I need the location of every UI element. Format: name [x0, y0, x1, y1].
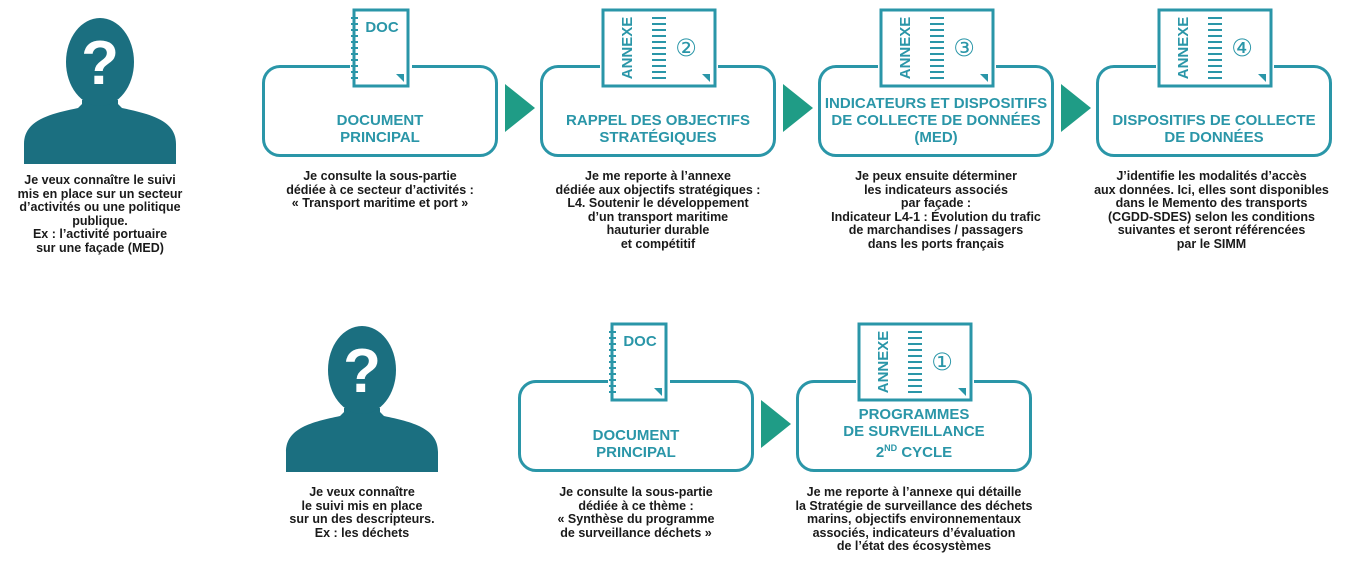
- card-2-caption: Je me reporte à l’annexe dédiée aux obje…: [555, 169, 761, 251]
- annexe-label: ANNEXE: [619, 17, 636, 80]
- card-title-line-1: PROGRAMMES: [858, 406, 970, 423]
- card-5-caption: Je consulte la sous-partie dédiée à ce t…: [557, 485, 715, 540]
- cycle-number: 2: [875, 444, 885, 461]
- card-4-caption: J’identifie les modalités d’accès aux do…: [1094, 169, 1329, 251]
- card-rappel-objectifs[interactable]: RAPPEL DES OBJECTIFS STRATÉGIQUES: [540, 65, 776, 157]
- cycle-ordinal: ND: [884, 443, 898, 453]
- card-title: PROGRAMMES DE SURVEILLANCE 2ND CYCLE: [843, 406, 984, 469]
- card-title-line-2: DE SURVEILLANCE: [843, 423, 985, 440]
- annexe-booklet-icon: ANNEXE ④: [1156, 8, 1274, 88]
- card-title: DOCUMENT PRINCIPAL: [336, 112, 424, 146]
- right-arrow-icon: [783, 84, 813, 132]
- document-icon: DOC: [608, 322, 670, 402]
- svg-text:?: ?: [81, 29, 119, 98]
- right-arrow-icon: [1061, 84, 1091, 132]
- annexe-number: ④: [1231, 34, 1253, 62]
- card-title: DISPOSITIFS DE COLLECTE DE DONNÉES: [1112, 112, 1316, 146]
- person-question-icon: ?: [286, 326, 438, 472]
- card-dispositifs-collecte[interactable]: DISPOSITIFS DE COLLECTE DE DONNÉES: [1096, 65, 1332, 157]
- person-question-icon: ?: [24, 18, 176, 164]
- bottom-person-caption: Je veux connaître le suivi mis en place …: [289, 485, 435, 540]
- right-arrow-icon: [505, 84, 535, 132]
- svg-text:?: ?: [343, 337, 381, 406]
- annexe-booklet-icon: ANNEXE ③: [878, 8, 996, 88]
- annexe-label: ANNEXE: [1175, 17, 1192, 80]
- card-title: RAPPEL DES OBJECTIFS STRATÉGIQUES: [566, 112, 750, 146]
- annexe-booklet-icon: ANNEXE ②: [600, 8, 718, 88]
- doc-label: DOC: [623, 333, 657, 350]
- card-6-caption: Je me reporte à l’annexe qui détaille la…: [795, 485, 1033, 554]
- annexe-label: ANNEXE: [875, 331, 892, 394]
- card-document-principal[interactable]: DOCUMENT PRINCIPAL: [262, 65, 498, 157]
- annexe-label: ANNEXE: [897, 17, 914, 80]
- doc-label: DOC: [365, 19, 399, 36]
- right-arrow-icon: [761, 400, 791, 448]
- card-3-caption: Je peux ensuite déterminer les indicateu…: [831, 169, 1041, 251]
- cycle-label: CYCLE: [897, 444, 953, 461]
- annexe-number: ①: [931, 348, 953, 376]
- card-title-line-3: 2ND CYCLE: [843, 440, 984, 461]
- annexe-number: ③: [953, 34, 975, 62]
- card-title: DOCUMENT PRINCIPAL: [592, 427, 680, 461]
- top-person-caption: Je veux connaître le suivi mis en place …: [17, 173, 183, 255]
- document-icon: DOC: [350, 8, 412, 88]
- annexe-number: ②: [675, 34, 697, 62]
- annexe-booklet-icon: ANNEXE ①: [856, 322, 974, 402]
- card-title: INDICATEURS ET DISPOSITIFS DE COLLECTE D…: [824, 95, 1048, 146]
- card-1-caption: Je consulte la sous-partie dédiée à ce s…: [286, 169, 474, 211]
